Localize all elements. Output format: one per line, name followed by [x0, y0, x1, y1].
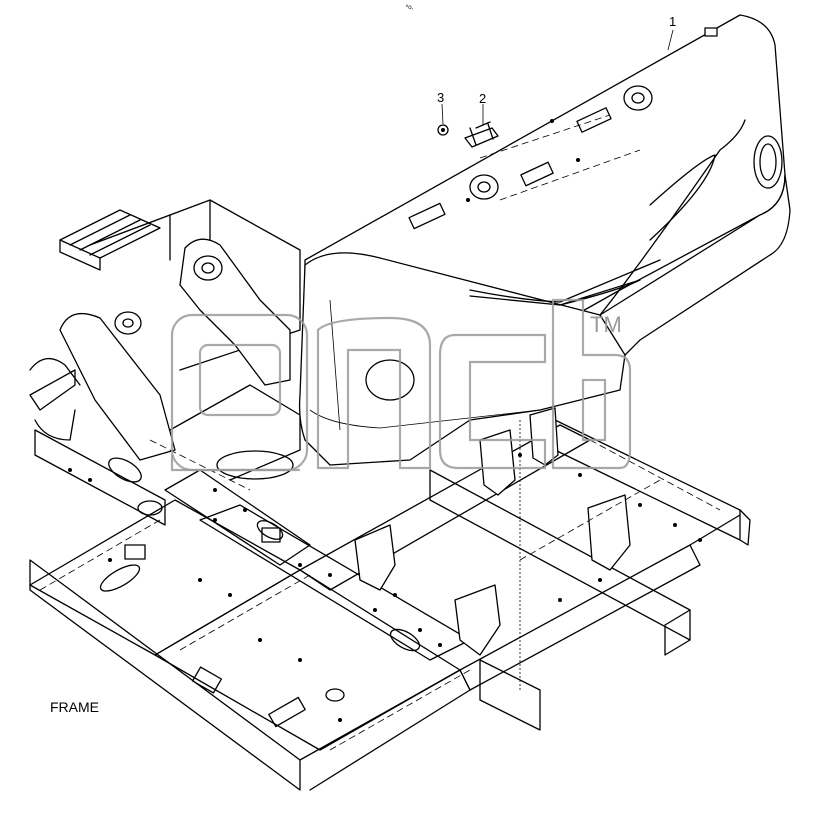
bolt-part	[437, 124, 449, 136]
upper-frame	[29, 199, 301, 491]
header-mark: ºo,	[406, 4, 414, 11]
leader-line-1	[667, 29, 674, 51]
trademark-mark: TM	[590, 312, 622, 337]
counterweight	[298, 14, 791, 466]
frame-assembly	[29, 369, 751, 791]
callout-2: 2	[479, 91, 486, 106]
leader-line-3	[441, 103, 444, 125]
lifting-eye-front	[469, 174, 499, 200]
bracket-part	[464, 121, 499, 148]
callout-1: 1	[669, 14, 676, 29]
frame-caption: FRAME	[50, 699, 99, 715]
watermark-logo: TM	[170, 298, 632, 472]
callout-3: 3	[437, 90, 444, 105]
lifting-eye-rear	[623, 85, 653, 111]
